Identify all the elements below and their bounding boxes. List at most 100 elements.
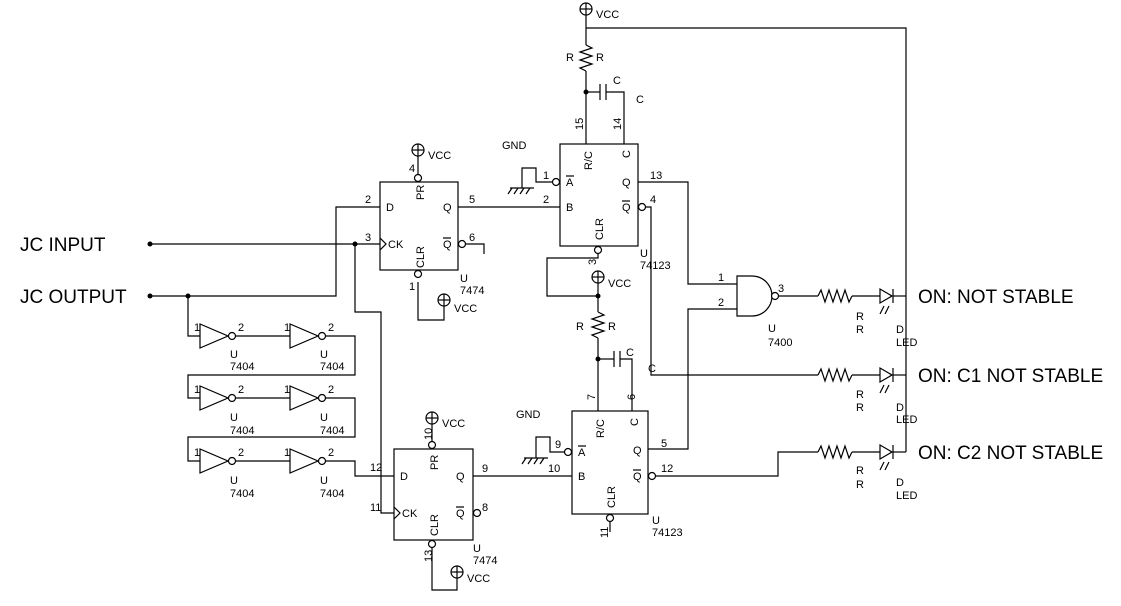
gnd1-label: GND [502, 140, 527, 152]
mono1-pin-clr: CLR [594, 218, 606, 240]
mono1-pin13: 13 [650, 170, 662, 182]
r2-value: R [608, 321, 616, 333]
mono2-pin10: 10 [548, 463, 560, 475]
ff-u1-pin4: 4 [409, 163, 415, 175]
jc-input-label: JC INPUT [20, 235, 106, 256]
mono1-type: 74123 [640, 260, 671, 272]
mono2-pin5: 5 [661, 438, 667, 450]
mono1-pin2: 2 [543, 194, 549, 206]
nand-type: 7400 [768, 337, 792, 349]
mono2-pin-c: C [629, 418, 641, 426]
mono2-pin-rc: R/C [595, 419, 607, 438]
mono1-pin3: 3 [587, 259, 599, 265]
monostable-1: A B Q Q R/C C CLR 1 2 13 4 15 14 3 U 741… [543, 118, 671, 272]
inv4-type: 7404 [320, 425, 344, 437]
flip-flop-u1: D CK Q Q PR CLR 2 3 4 1 5 6 U 7474 [365, 163, 484, 297]
inv5-type: 7404 [230, 488, 254, 500]
mono1-pin15: 15 [574, 118, 586, 130]
inv3-pin2: 2 [238, 384, 244, 396]
gnd-symbols: GND GND [502, 140, 548, 465]
ff-u1-pin5: 5 [469, 194, 475, 206]
ff-u1-pin-d: D [386, 202, 394, 214]
led1-type: LED [896, 337, 917, 349]
led3-r-value: R [856, 479, 864, 491]
ff-u2-pin-q: Q [456, 471, 465, 483]
ff-u2-pin-pr: PR [429, 455, 441, 470]
ff-u2-pin11: 11 [370, 502, 381, 514]
inv2-type: 7404 [320, 361, 344, 373]
led1-r-value: R [856, 324, 864, 336]
inv3-ref: U [230, 412, 238, 424]
mono2-pin12: 12 [661, 463, 673, 475]
mono2-pin-qbar: Q [633, 471, 642, 483]
mono1-pin4: 4 [650, 194, 656, 206]
timing-components: R R C C R R C C [566, 44, 656, 375]
c2-ref: C [626, 347, 634, 359]
mono1-pin-b: B [566, 202, 573, 214]
ff-u2-pin-clr: CLR [429, 514, 441, 536]
nand-pin1: 1 [718, 272, 724, 284]
inv5-ref: U [230, 475, 238, 487]
inv6-pin1: 1 [284, 447, 290, 459]
flip-flop-u2: D CK Q Q PR CLR 12 11 10 13 9 8 U 7474 [370, 428, 497, 567]
mono2-pin9: 9 [555, 439, 561, 451]
inv5-pin1: 1 [194, 447, 200, 459]
c1-value: C [636, 94, 644, 106]
r1-ref: R [566, 52, 574, 64]
ff-u2-pin13: 13 [423, 550, 435, 562]
junctions [147, 89, 601, 362]
ff-u1-pin-pr: PR [415, 185, 427, 200]
ff-u2-pin10: 10 [423, 428, 435, 440]
led2-r-ref: R [856, 389, 864, 401]
mono1-pin-q: Q [622, 177, 631, 189]
inv2-pin1: 1 [284, 322, 290, 334]
vcc-symbols: VCC VCC VCC VCC VCC VCC [411, 2, 631, 585]
mono1-pin14: 14 [612, 118, 624, 130]
inv1-ref: U [230, 349, 238, 361]
r2-ref: R [576, 321, 584, 333]
mono2-pin-b: B [578, 471, 585, 483]
mono2-pin-clr: CLR [606, 486, 618, 508]
mono2-pin11: 11 [599, 527, 611, 538]
mono1-pin-rc: R/C [583, 151, 595, 170]
ff-u1-pin3: 3 [365, 232, 371, 244]
ff-u1-pin1: 1 [409, 281, 415, 293]
mono2-ref: U [652, 515, 660, 527]
inv1-type: 7404 [230, 361, 254, 373]
led3-r-ref: R [856, 465, 864, 477]
inv2-pin2: 2 [328, 322, 334, 334]
led2-ref: D [896, 402, 904, 414]
mono1-pin-c: C [621, 150, 633, 158]
inv1-pin2: 2 [238, 322, 244, 334]
mono1-pin1: 1 [543, 170, 549, 182]
mono2-pin6: 6 [626, 394, 638, 400]
mono1-pin-a: A [566, 177, 574, 189]
ff-u1-pin-ck: CK [388, 239, 404, 251]
inv4-pin2: 2 [328, 384, 334, 396]
inv3-pin1: 1 [194, 384, 200, 396]
ff-u1-pin-q: Q [443, 202, 452, 214]
inv4-ref: U [320, 412, 328, 424]
led1-ref: D [896, 324, 904, 336]
vcc-mid-label: VCC [608, 278, 631, 290]
output-c2-not-stable-label: ON: C2 NOT STABLE [918, 443, 1103, 464]
nand-ref: U [768, 323, 776, 335]
ff-u2-type: 7474 [473, 555, 497, 567]
vcc-u1-pr-label: VCC [428, 150, 451, 162]
vcc-top-label: VCC [596, 9, 619, 21]
output-not-stable-label: ON: NOT STABLE [918, 287, 1074, 308]
gnd2-label: GND [516, 409, 541, 421]
c1-ref: C [613, 75, 621, 87]
mono1-ref: U [640, 248, 648, 260]
led2-r-value: R [856, 402, 864, 414]
jc-output-label: JC OUTPUT [20, 287, 127, 308]
inv5-pin2: 2 [238, 447, 244, 459]
ff-u2-pin-ck: CK [402, 508, 418, 520]
mono2-pin7: 7 [586, 394, 598, 400]
monostable-2: A B Q Q R/C C CLR 9 10 5 12 7 6 11 U 741… [548, 394, 683, 539]
inv1-pin1: 1 [194, 322, 200, 334]
inv3-type: 7404 [230, 425, 254, 437]
ff-u2-ref: U [473, 543, 481, 555]
